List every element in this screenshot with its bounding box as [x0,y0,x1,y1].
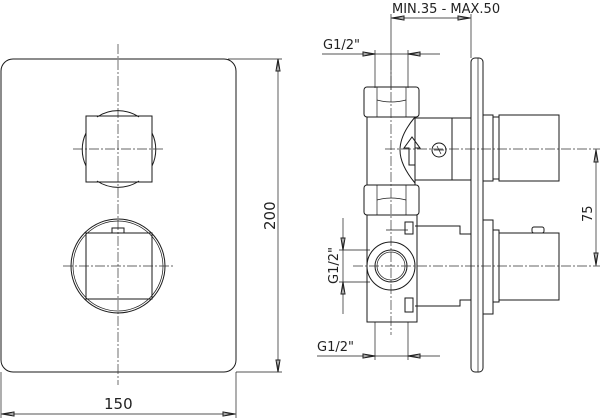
lower-thermostat-knob [63,218,173,314]
wall-plate [470,57,484,373]
bottom-thread-dimension: G1/2" [317,322,440,360]
side-thread-dimension: G1/2" [327,218,370,314]
height-label: 200 [261,201,279,230]
top-thread-label: G1/2" [323,38,360,53]
width-label: 150 [104,395,133,413]
spacing-label: 75 [581,205,596,222]
cover-plate-outline [0,58,237,373]
side-view: MIN.35 - MAX.50 G1/2" [317,2,600,373]
height-dimension: 200 [228,58,282,373]
upper-diverter-knob [73,110,164,188]
upper-side-knob [385,114,600,182]
depth-label: MIN.35 - MAX.50 [392,2,500,17]
flow-arrow-up-icon [403,136,421,166]
front-view: 200 150 [0,44,282,418]
depth-dimension: MIN.35 - MAX.50 [390,2,500,90]
thermostatic-symbol-icon [431,142,447,158]
spacing-dimension: 75 [581,149,599,266]
side-thread-label: G1/2" [327,247,342,284]
lower-side-knob [353,219,600,315]
width-dimension: 150 [0,372,237,418]
valve-body [363,60,472,335]
top-thread-dimension: G1/2" [322,38,440,88]
bottom-thread-label: G1/2" [317,340,354,355]
